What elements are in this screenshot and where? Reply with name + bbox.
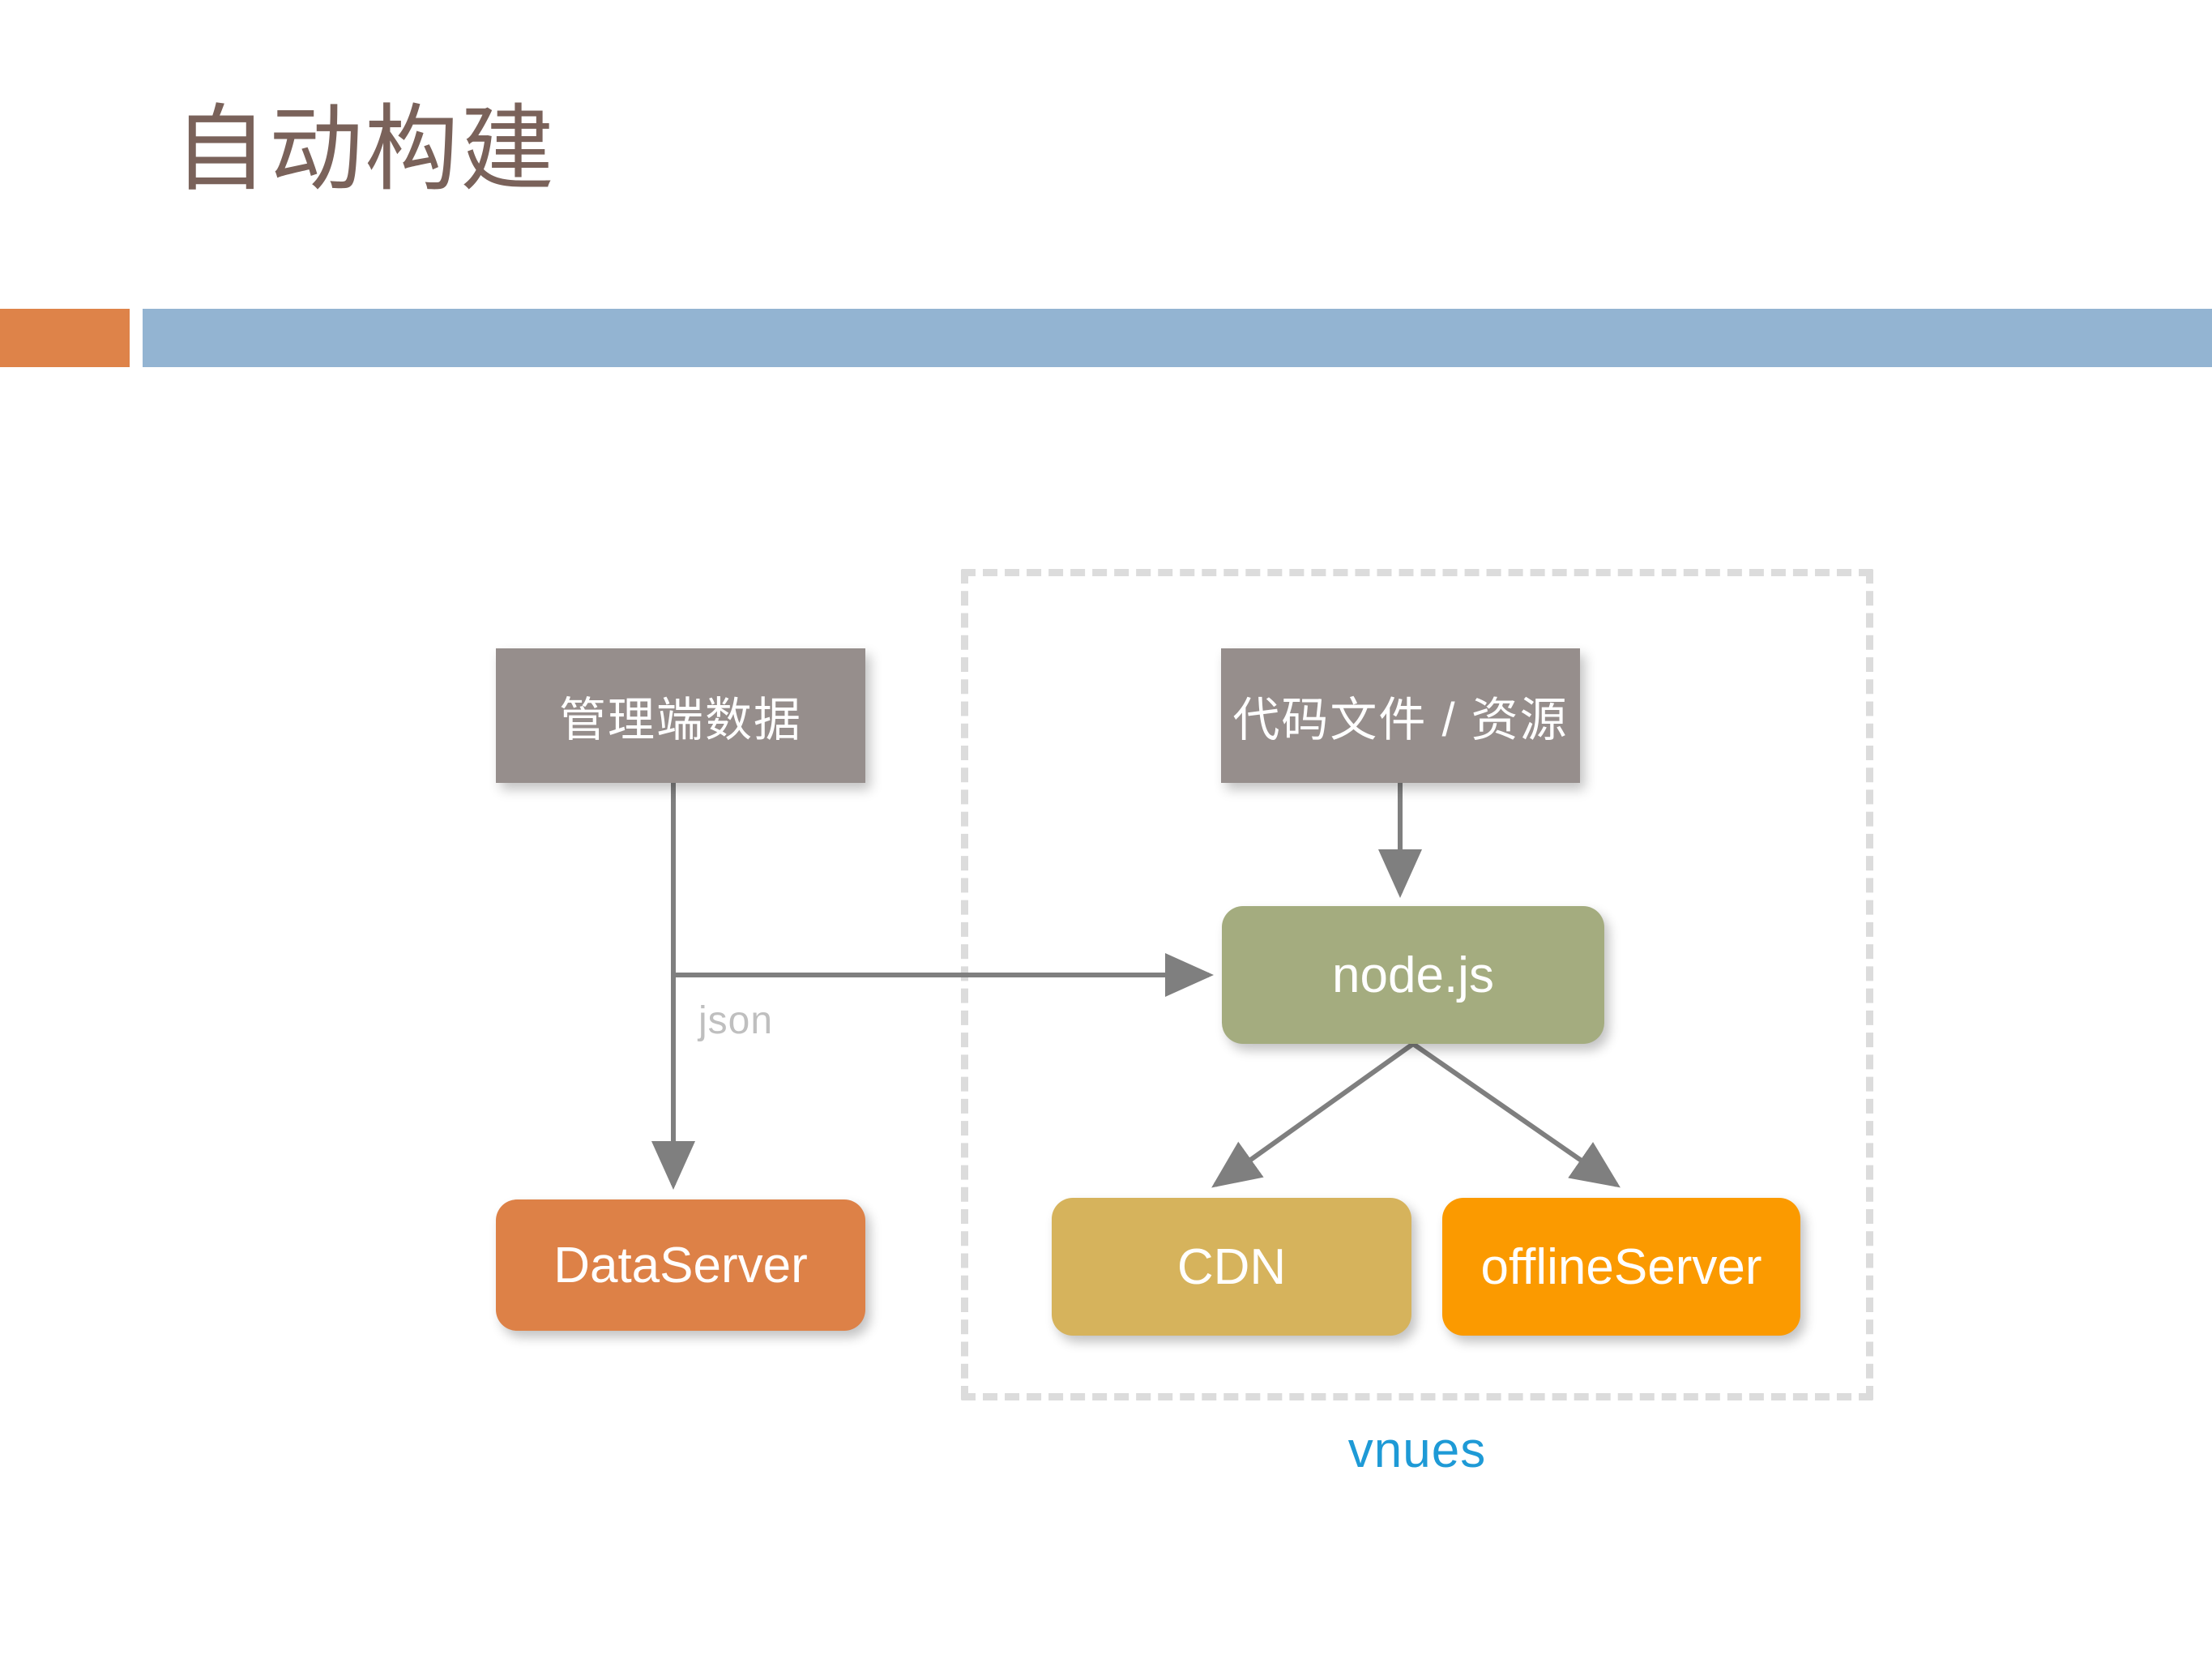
node-offlineserver[interactable]: offlineServer	[1442, 1198, 1800, 1336]
vnues-group-label: vnues	[1347, 1422, 1487, 1478]
node-cdn[interactable]: CDN	[1052, 1198, 1411, 1336]
node-code-assets[interactable]: 代码文件 / 资源	[1221, 648, 1580, 783]
page-title: 自动构建	[173, 96, 556, 202]
node-admin-data[interactable]: 管理端数据	[496, 648, 865, 783]
node-dataserver[interactable]: DataServer	[496, 1199, 865, 1331]
edge-label-json: json	[698, 999, 774, 1042]
vnues-group-region	[961, 569, 1873, 1400]
accent-bar-blue	[143, 309, 2212, 367]
node-nodejs[interactable]: node.js	[1222, 906, 1604, 1044]
accent-bar-orange	[0, 309, 130, 367]
